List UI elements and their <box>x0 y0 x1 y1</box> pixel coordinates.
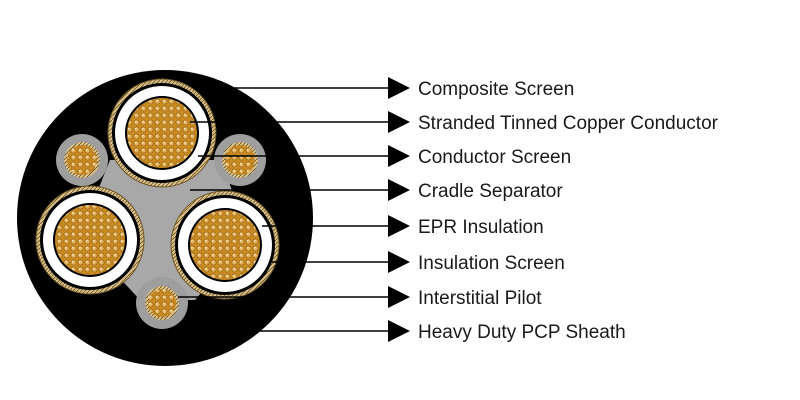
arrow-interstitial-pilot <box>388 286 410 308</box>
stranded-conductor <box>127 98 197 168</box>
power-core-top <box>107 78 217 188</box>
power-core-right <box>170 190 280 300</box>
power-core-left <box>35 185 145 295</box>
arrow-stranded-conductor <box>388 111 410 133</box>
label-epr-insulation: EPR Insulation <box>418 217 544 238</box>
label-stranded-tinned-copper-conductor: Stranded Tinned Copper Conductor <box>418 113 719 134</box>
arrow-conductor-screen <box>388 145 410 167</box>
pilot-conductor-bottom <box>148 289 176 317</box>
arrow-insulation-screen <box>388 251 410 273</box>
arrow-epr-insulation <box>388 215 410 237</box>
label-conductor-screen: Conductor Screen <box>418 147 571 168</box>
pilot-conductor-left <box>67 145 97 175</box>
pilot-conductor-right <box>225 145 255 175</box>
stranded-conductor <box>55 205 125 275</box>
label-heavy-duty-pcp-sheath: Heavy Duty PCP Sheath <box>418 322 626 343</box>
stranded-conductor <box>190 210 260 280</box>
label-cradle-separator: Cradle Separator <box>418 181 563 202</box>
label-interstitial-pilot: Interstitial Pilot <box>418 288 542 309</box>
label-insulation-screen: Insulation Screen <box>418 253 565 274</box>
arrowheads <box>388 77 410 342</box>
arrow-composite-screen <box>388 77 410 99</box>
arrow-cradle-separator <box>388 179 410 201</box>
arrow-heavy-duty-sheath <box>388 320 410 342</box>
labels: Composite Screen Stranded Tinned Copper … <box>418 79 719 343</box>
label-composite-screen: Composite Screen <box>418 79 574 100</box>
leader-lines <box>178 87 390 332</box>
